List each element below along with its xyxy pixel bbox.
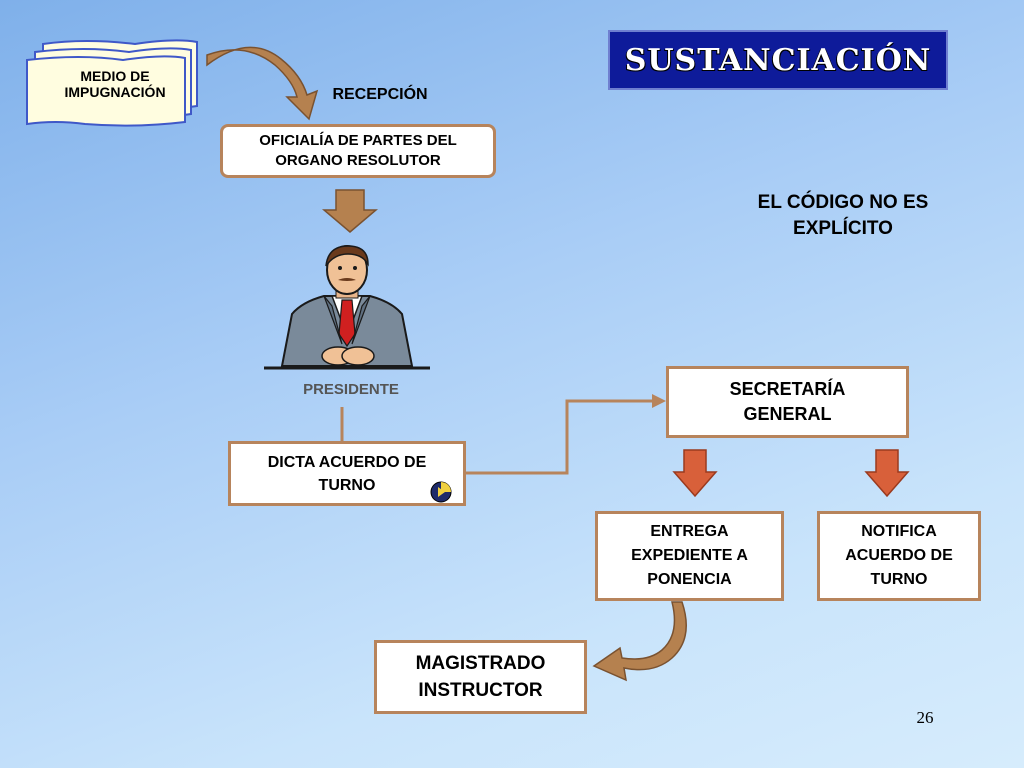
- magistrado-text: MAGISTRADO INSTRUCTOR: [415, 653, 546, 701]
- secretaria-text: SECRETARÍA GENERAL: [729, 379, 846, 424]
- sound-icon[interactable]: [430, 481, 452, 503]
- notifica-text: NOTIFICA ACUERDO DE TURNO: [845, 523, 953, 588]
- entrega-text: ENTREGA EXPEDIENTE A PONENCIA: [631, 523, 748, 588]
- presidente-figure: [264, 245, 430, 370]
- down-arrow-icon: [322, 189, 378, 233]
- doc-stack-label: MEDIO DE IMPUGNACIÓN: [64, 68, 166, 100]
- presidente-label: PRESIDENTE: [303, 381, 399, 398]
- dicta-box: DICTA ACUERDO DE TURNO: [228, 441, 466, 506]
- dicta-text: DICTA ACUERDO DE TURNO: [267, 453, 427, 494]
- notifica-box: NOTIFICA ACUERDO DE TURNO: [817, 511, 981, 601]
- slide-title-text: SUSTANCIACIÓN: [624, 42, 932, 78]
- secretaria-box: SECRETARÍA GENERAL: [666, 366, 909, 438]
- oficialia-text: OFICIALÍA DE PARTES DEL ORGANO RESOLUTOR: [259, 132, 457, 169]
- curved-arrow-icon: [592, 601, 687, 682]
- document-stack-icon: [26, 39, 198, 127]
- curved-arrow-icon: [206, 46, 319, 121]
- down-arrow-icon: [864, 449, 910, 498]
- codigo-note: EL CÓDIGO NO ES EXPLÍCITO: [757, 192, 929, 239]
- down-arrow-icon: [672, 449, 718, 498]
- recepcion-label: RECEPCIÓN: [332, 86, 428, 103]
- magistrado-box: MAGISTRADO INSTRUCTOR: [374, 640, 587, 714]
- page-number: 26: [916, 708, 934, 727]
- entrega-box: ENTREGA EXPEDIENTE A PONENCIA: [595, 511, 784, 601]
- oficialia-box: OFICIALÍA DE PARTES DEL ORGANO RESOLUTOR: [220, 124, 496, 178]
- slide-title: SUSTANCIACIÓN: [608, 30, 948, 90]
